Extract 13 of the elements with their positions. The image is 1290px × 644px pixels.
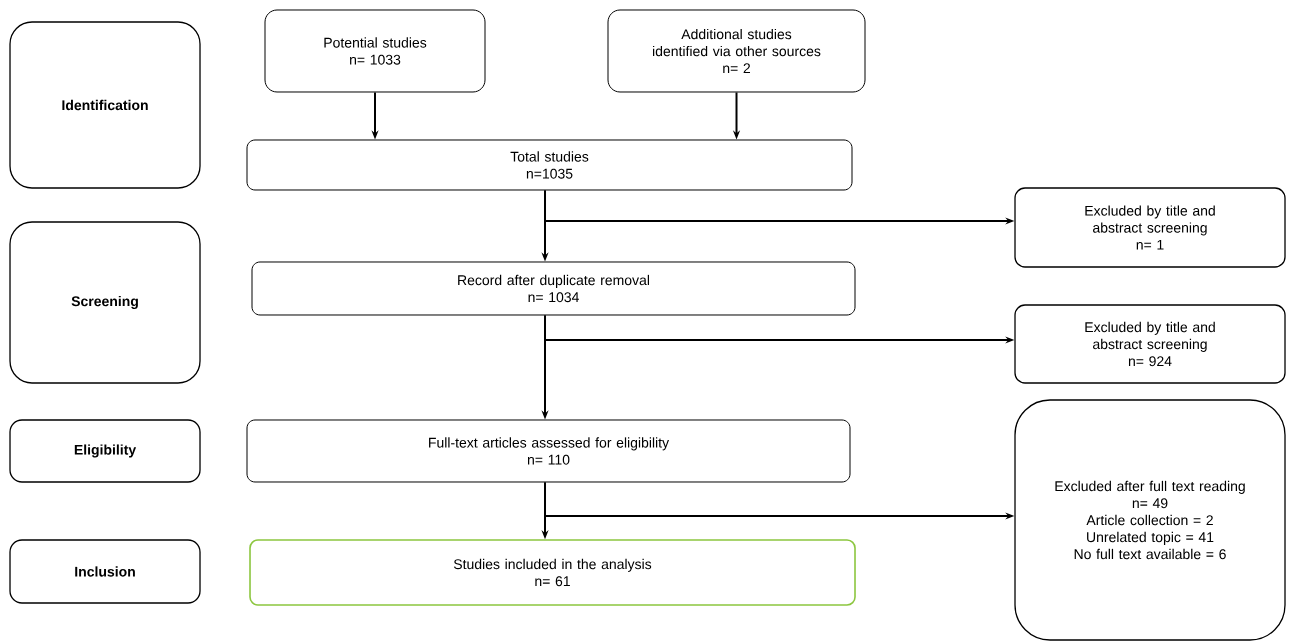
result-box: Studies included in the analysis n= 61 [249, 539, 856, 606]
process-box: Total studies n=1035 [246, 139, 853, 191]
process-box: Record after duplicate removal n= 1034 [251, 261, 856, 316]
stage-box: Inclusion [9, 539, 201, 604]
process-box: Potential studies n= 1033 [264, 9, 486, 93]
stage-box: Eligibility [9, 419, 201, 483]
process-box: Full-text articles assessed for eligibility n= 110 [246, 419, 851, 483]
process-box: Additional studies identified via other sources n= 2 [607, 9, 866, 93]
stage-box: Screening [9, 221, 201, 384]
exclusion-box: Excluded after full text reading n= 49 Article collection = 2 Unrelated topic = 41 No full text available = 6 [1014, 399, 1286, 641]
exclusion-box: Excluded by title and abstract screening n= 1 [1014, 187, 1286, 268]
stage-box: Identification [9, 21, 201, 189]
exclusion-box: Excluded by title and abstract screening n= 924 [1014, 304, 1286, 384]
